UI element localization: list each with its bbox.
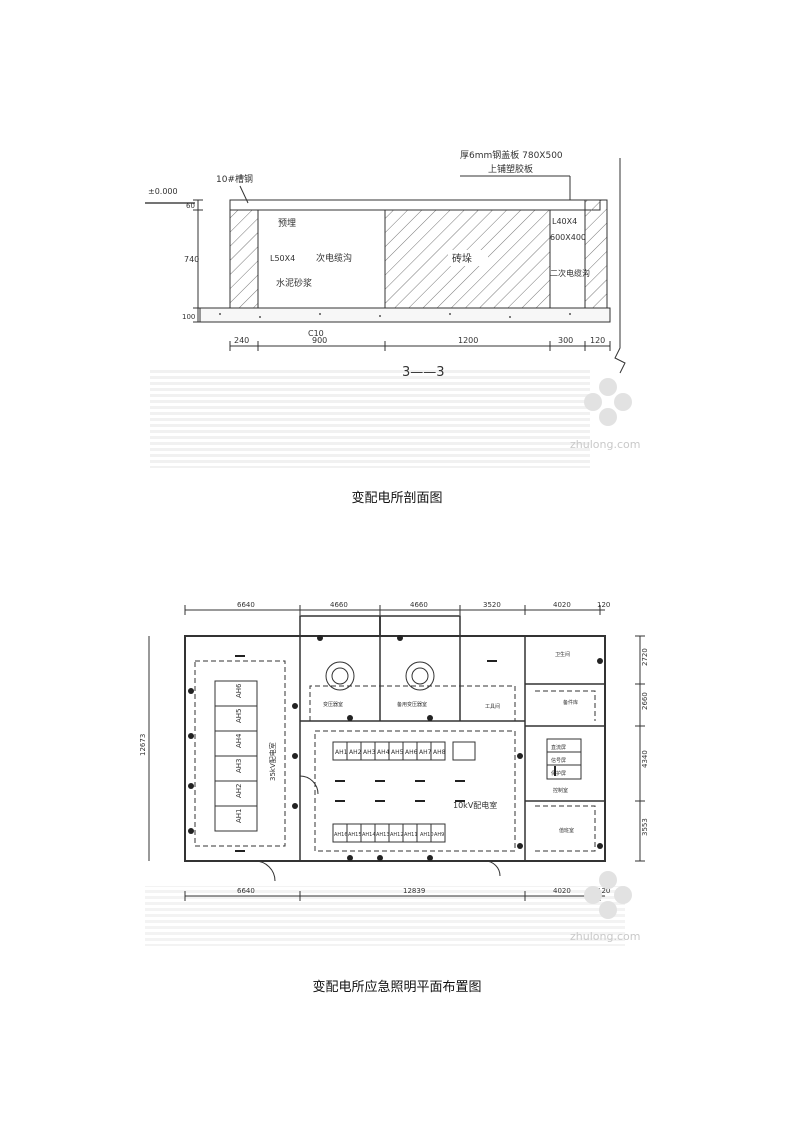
figure-caption-section: 变配电所剖面图 xyxy=(351,491,443,506)
hv-cabinet: AH2 xyxy=(235,783,243,798)
dim-h-2: 1200 xyxy=(458,336,478,345)
panel-label: 保护屏 xyxy=(551,770,566,777)
brick-label: 砖垛 xyxy=(452,252,472,265)
dim-top-1: 4660 xyxy=(330,601,348,609)
dim-h-0: 240 xyxy=(234,336,249,345)
dim-h-4: 120 xyxy=(590,336,605,345)
angle-label-2: L40X4 xyxy=(552,217,577,226)
lv-cabinet: AH6 xyxy=(405,749,418,756)
dim-h-3: 300 xyxy=(558,336,573,345)
hv-cabinet: AH5 xyxy=(235,708,243,723)
toilet-label: 卫生间 xyxy=(555,651,570,658)
lv-cabinet: AH3 xyxy=(363,749,376,756)
dim-bottom-2: 4020 xyxy=(553,887,571,895)
angle-label-1: L50X4 xyxy=(270,254,295,263)
lv-cabinet: AH13 xyxy=(376,832,390,838)
panel-label: 信号屏 xyxy=(551,757,566,764)
lv-cabinet: AH10 xyxy=(420,832,434,838)
lv-cabinet: AH2 xyxy=(349,749,362,756)
tx2-label: 备用变压器室 xyxy=(397,701,427,708)
dim-top-2: 4660 xyxy=(410,601,428,609)
plan-drawing: 6640 4660 4660 3520 4020 120 6640 12839 … xyxy=(139,601,649,946)
lv-cabinet: AH14 xyxy=(362,832,376,838)
mortar-label: 水泥砂浆 xyxy=(276,277,312,289)
lv-cabinet: AH16 xyxy=(334,832,348,838)
lv-cabinet: AH12 xyxy=(390,832,404,838)
spare-room-label: 备件库 xyxy=(563,699,578,706)
watermark-logo xyxy=(584,871,632,919)
dim-top-4: 4020 xyxy=(553,601,571,609)
panel-label: 直流屏 xyxy=(551,744,566,751)
channel-label: 10#槽钢 xyxy=(216,173,253,185)
elevation-label: ±0.000 xyxy=(148,187,178,196)
tool-room-label: 工具间 xyxy=(485,703,500,710)
size-label: 600X400 xyxy=(550,233,586,242)
dim-right-3: 3553 xyxy=(641,818,649,836)
dim-right-0: 2720 xyxy=(641,648,649,666)
dim-v-0: 60 xyxy=(186,202,195,210)
dim-bottom-0: 6640 xyxy=(237,887,255,895)
dim-right-1: 2660 xyxy=(641,692,649,710)
dim-bottom-1: 12839 xyxy=(403,887,425,895)
plate-label-2: 上铺塑胶板 xyxy=(488,163,533,175)
watermark-text: zhulong.com xyxy=(570,438,641,451)
plate-label: 厚6mm钢盖板 780X500 xyxy=(460,149,563,161)
figure-caption-plan: 变配电所应急照明平面布置图 xyxy=(312,980,482,995)
dim-left-0: 12673 xyxy=(139,734,147,756)
concrete-label: C10 xyxy=(308,329,324,338)
dim-top-0: 6640 xyxy=(237,601,255,609)
lv-cabinet: AH11 xyxy=(404,832,418,838)
watermark-logo xyxy=(584,378,632,426)
lv-cabinet: AH4 xyxy=(377,749,390,756)
hv-cabinet: AH1 xyxy=(235,808,243,823)
section-drawing: ±0.000 厚6mm钢盖板 780X500 上铺塑胶板 10#槽钢 预埋 L5… xyxy=(145,149,626,468)
control-room-label: 控制室 xyxy=(553,787,568,794)
duty-room-label: 值班室 xyxy=(559,827,574,834)
dim-bottom-3: 120 xyxy=(597,887,610,895)
lv-cabinet: AH1 xyxy=(335,749,348,756)
lv-cabinet: AH8 xyxy=(433,749,446,756)
dim-right-2: 4340 xyxy=(641,750,649,768)
dim-h-1: 900 xyxy=(312,336,327,345)
dim-top-5: 120 xyxy=(597,601,610,609)
hv-room-label: 35kV配电室 xyxy=(268,742,277,781)
tx1-label: 变压器室 xyxy=(323,701,343,708)
lv-cabinet: AH9 xyxy=(434,832,444,838)
hv-cabinet: AH6 xyxy=(235,683,243,698)
section-mark: 3——3 xyxy=(402,365,445,380)
lv-cabinet: AH5 xyxy=(391,749,404,756)
hv-cabinet: AH3 xyxy=(235,758,243,773)
hv-cabinet: AH4 xyxy=(235,733,243,748)
trench-label-2: 二次电缆沟 xyxy=(550,268,590,278)
dim-v-2: 100 xyxy=(182,313,195,321)
embed-label: 预埋 xyxy=(278,218,296,229)
trench-label-1: 次电缆沟 xyxy=(316,252,352,264)
dim-v-1: 740 xyxy=(184,255,199,264)
watermark-text: zhulong.com xyxy=(570,930,641,943)
lv-cabinet: AH7 xyxy=(419,749,432,756)
dim-top-3: 3520 xyxy=(483,601,501,609)
lv-room-label: 10kV配电室 xyxy=(453,800,497,810)
lv-cabinet: AH15 xyxy=(348,832,362,838)
